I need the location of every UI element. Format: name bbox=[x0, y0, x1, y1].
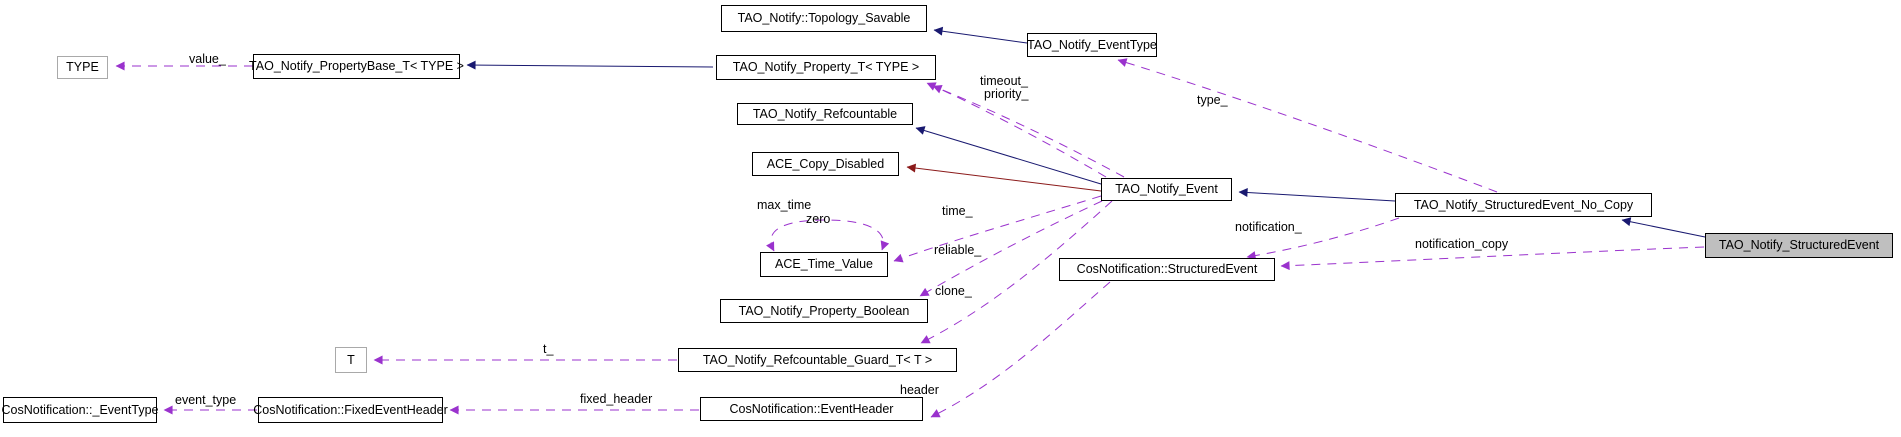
edge-label-value: value_ bbox=[189, 52, 226, 66]
edge-label-timeout: timeout_ bbox=[980, 74, 1028, 88]
class-node-refcountable[interactable]: TAO_Notify_Refcountable bbox=[737, 103, 913, 125]
edge-label-max-time: max_time bbox=[757, 198, 812, 212]
edge-label-priority: priority_ bbox=[984, 87, 1029, 101]
edge-label-notification-copy: notification_copy bbox=[1415, 237, 1509, 251]
edge-eventtype-to-topology-savable bbox=[933, 26, 1028, 44]
edge-label-event-type: event_type bbox=[175, 393, 237, 407]
edge-notification-copy bbox=[1280, 246, 1705, 271]
class-node-type: TYPE bbox=[57, 56, 108, 79]
class-node-property_boolean[interactable]: TAO_Notify_Property_Boolean bbox=[720, 299, 928, 323]
class-node-t: T bbox=[335, 347, 367, 373]
edge-event-to-ace-copy-disabled bbox=[906, 163, 1102, 192]
edge-no-copy-to-event bbox=[1238, 187, 1396, 202]
edge-label-reliable: reliable_ bbox=[934, 243, 982, 257]
edge-label-time: time_ bbox=[942, 204, 973, 218]
class-node-no_copy[interactable]: TAO_Notify_StructuredEvent_No_Copy bbox=[1395, 193, 1652, 217]
edge-clone bbox=[920, 200, 1113, 344]
edge-reliable bbox=[919, 200, 1103, 297]
edge-priority bbox=[932, 85, 1125, 178]
class-node-event[interactable]: TAO_Notify_Event bbox=[1101, 178, 1232, 201]
class-node-guard_t[interactable]: TAO_Notify_Refcountable_Guard_T< T > bbox=[678, 348, 957, 372]
class-node-cos_structuredevent[interactable]: CosNotification::StructuredEvent bbox=[1059, 258, 1275, 281]
edge-label-clone: clone_ bbox=[935, 284, 972, 298]
class-node-structuredevent: TAO_Notify_StructuredEvent bbox=[1705, 233, 1893, 258]
class-node-time_value[interactable]: ACE_Time_Value bbox=[760, 252, 888, 277]
class-node-copy_disabled[interactable]: ACE_Copy_Disabled bbox=[752, 152, 899, 176]
edge-event-to-refcountable bbox=[915, 126, 1102, 185]
class-node-eventheader[interactable]: CosNotification::EventHeader bbox=[700, 397, 923, 421]
edge-time bbox=[893, 195, 1102, 263]
edge-label-t: t_ bbox=[543, 342, 554, 356]
edge-max-time-zero-self-loop bbox=[766, 219, 890, 252]
edge-label-header: header bbox=[900, 383, 939, 397]
edge-structuredevent-to-no-copy bbox=[1621, 217, 1706, 238]
edge-header bbox=[930, 281, 1111, 418]
edge-label-type: type_ bbox=[1197, 93, 1228, 107]
class-node-eventtype[interactable]: TAO_Notify_EventType bbox=[1027, 33, 1157, 57]
edge-label-zero: zero bbox=[806, 212, 831, 226]
edge-type bbox=[1117, 58, 1498, 193]
class-node-cos_eventtype[interactable]: CosNotification::_EventType bbox=[1, 397, 159, 423]
edge-label-fixed-header: fixed_header bbox=[580, 392, 653, 406]
edge-property-t-to-propertybase bbox=[466, 60, 714, 70]
class-node-propertybase[interactable]: TAO_Notify_PropertyBase_T< TYPE > bbox=[249, 54, 464, 79]
class-node-property_t[interactable]: TAO_Notify_Property_T< TYPE > bbox=[716, 55, 936, 80]
edge-notification bbox=[1246, 217, 1400, 261]
edge-label-notification: notification_ bbox=[1235, 220, 1302, 234]
class-node-topology[interactable]: TAO_Notify::Topology_Savable bbox=[721, 5, 927, 32]
class-node-fixedeventheader[interactable]: CosNotification::FixedEventHeader bbox=[253, 397, 448, 423]
